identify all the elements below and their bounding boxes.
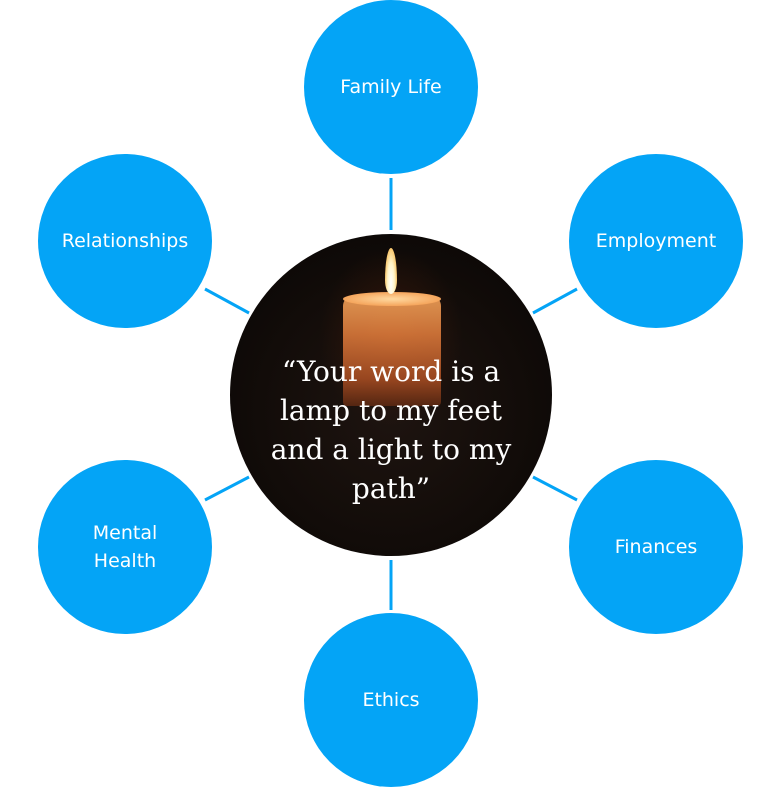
connector-mental-health xyxy=(204,475,250,502)
node-label: Finances xyxy=(614,535,698,558)
node-finances: Finances xyxy=(569,460,743,634)
node-relationships: Relationships xyxy=(38,154,212,328)
flame-icon xyxy=(385,248,397,294)
node-label-line-2: Health xyxy=(93,550,157,572)
node-employment: Employment xyxy=(569,154,743,328)
node-label: Family Life xyxy=(340,75,442,98)
center-quote: “Your word is a lamp to my feet and a li… xyxy=(270,355,512,505)
connector-finances xyxy=(532,475,578,502)
node-ethics: Ethics xyxy=(304,613,478,787)
node-label-line-1: Mental xyxy=(92,521,158,544)
center-candle-circle: “Your word is a lamp to my feet and a li… xyxy=(230,234,552,556)
node-mental-health: Mental Health xyxy=(38,460,212,634)
connector-relationships xyxy=(204,287,250,315)
candle-image xyxy=(343,296,441,406)
node-label: Ethics xyxy=(362,688,420,711)
node-label: Relationships xyxy=(61,229,189,252)
node-label: Employment xyxy=(595,229,717,252)
connector-employment xyxy=(532,287,578,315)
candle-top xyxy=(343,292,441,306)
node-family-life: Family Life xyxy=(304,0,478,174)
